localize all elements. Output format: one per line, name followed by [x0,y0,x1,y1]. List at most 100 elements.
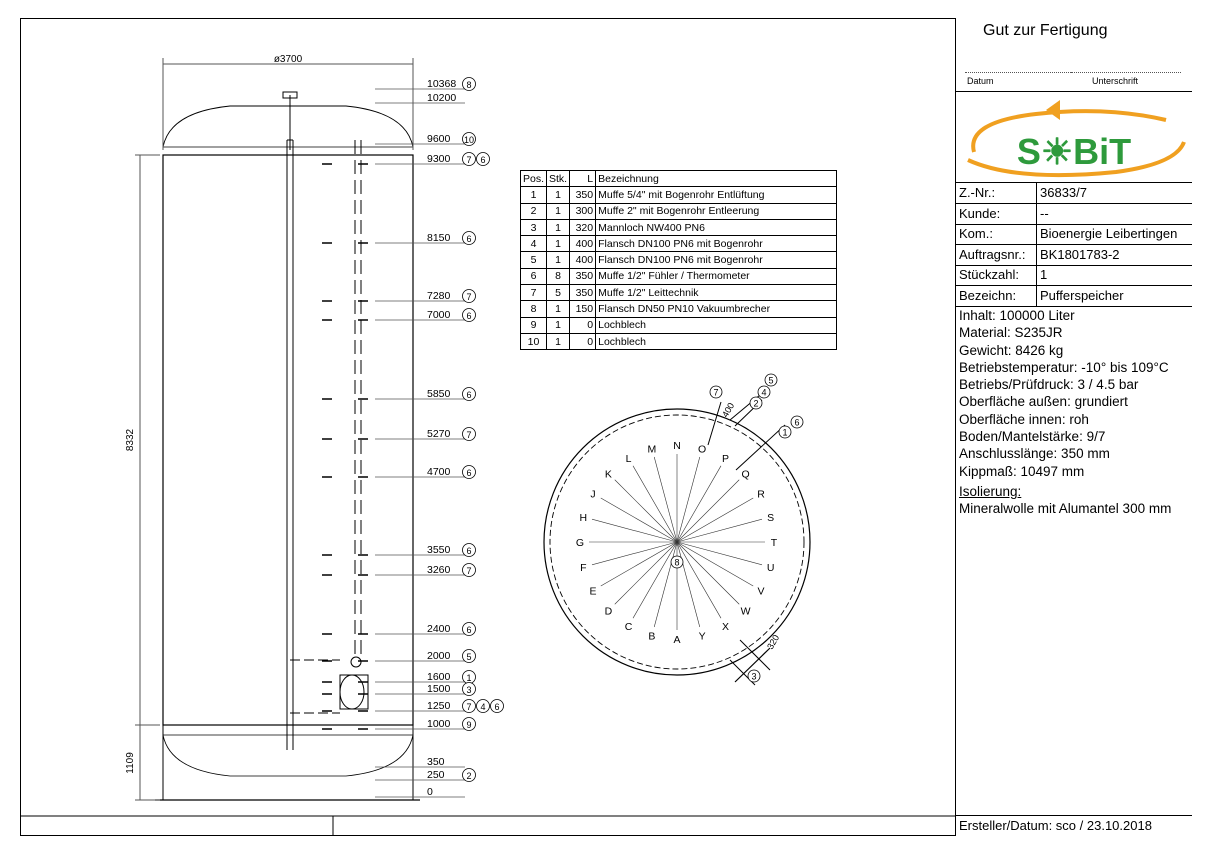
position-tag: 6 [480,155,485,165]
position-tag: 6 [466,234,471,244]
angle-letter: M [648,443,657,455]
angle-letter: A [673,634,680,646]
pos-cell: 5 [519,251,548,269]
top-flange [282,91,298,99]
nozzle-tag: 4 [761,388,766,398]
position-tag-circle [462,699,476,713]
side-view [20,58,955,836]
position-tag-circle [476,152,490,166]
pos-cell: 4 [519,235,548,253]
spec-line: Inhalt: 100000 Liter [959,308,1075,323]
position-tag: 6 [466,311,471,321]
position-tag: 7 [466,430,471,440]
angle-letter: R [757,489,765,501]
bezeichnung-cell: Muffe 2" mit Bogenrohr Entleerung [595,202,838,220]
length-cell: 150 [569,300,597,318]
position-tag: 6 [466,546,471,556]
col-pos: Pos. [519,169,548,188]
position-tag-circle [490,699,504,713]
position-tag: 7 [466,566,471,576]
vessel-shell [162,154,414,726]
level-value: 7000 [427,309,451,321]
position-tag: 4 [480,702,485,712]
field-separator [1036,224,1037,244]
pos-cell: 6 [519,267,548,286]
angle-ray [632,541,678,619]
level-value: 9600 [427,133,451,145]
level-value: 9300 [427,153,451,165]
angle-ray [600,541,678,587]
position-tag-circle [462,77,476,91]
position-tag-circle [462,427,476,441]
top-view [543,394,811,686]
position-tag: 3 [466,685,471,695]
spec-line: Anschlusslänge: 350 mm [959,446,1110,462]
logo-graphic: S☀BiT [967,100,1186,178]
angle-letter: J [590,489,595,501]
logo-arrow [1046,100,1060,120]
angle-letter: Q [742,468,750,480]
bezeichnung-cell: Muffe 1/2" Fühler / Thermometer [595,267,838,286]
stk-cell: 1 [546,218,571,237]
signature-label: Unterschrift [1092,76,1139,86]
level-marker: 0 [375,786,465,798]
title-field-row: Stückzahl:1 [956,265,1192,286]
top-view-shell-outer [543,408,811,676]
creator-label: Ersteller/Datum: sco / 23.10.2018 [959,818,1152,833]
position-tag-circle [462,387,476,401]
insulation-heading-text: Isolierung [959,483,1018,499]
nozzle-tag: 1 [782,428,787,438]
nozzle-7-line [707,401,722,446]
field-value: 36833/7 [1040,185,1087,200]
angle-ray [676,465,722,543]
level-value: 8150 [427,232,451,244]
nozzle-tag-circle [749,396,763,410]
angle-letter: G [576,537,584,549]
level-value: 10368 [427,78,456,90]
angle-letter: F [580,562,586,574]
angle-letter: X [722,621,729,633]
stk-cell: 1 [546,186,571,204]
position-tag-circle [462,682,476,696]
nozzle-tag: 2 [753,399,758,409]
position-tag-circle [462,649,476,663]
position-tag: 1 [466,673,471,683]
angle-letter: C [625,621,633,633]
level-value: 1600 [427,671,451,683]
stk-cell: 5 [546,284,571,302]
position-tag: 6 [494,702,499,712]
field-separator [1036,183,1037,203]
field-value: Pufferspeicher [1040,287,1124,303]
signature-line [1071,72,1181,73]
level-value: 5270 [427,428,451,440]
spec-line: Oberfläche innen: roh [959,411,1089,427]
length-cell: 350 [569,267,597,286]
field-value: BK1801783-2 [1040,246,1120,262]
manhole-nozzle-side-1 [739,639,771,671]
stk-cell: 1 [546,202,571,220]
nozzle-tag-circle [709,385,723,399]
nozzle-tag-circle [747,669,761,683]
angle-ray [676,497,754,543]
insulation-text: Mineralwolle mit Alumantel 300 mm [959,501,1172,517]
angle-ray [591,541,678,566]
position-tag-circle [462,152,476,166]
level-value: 2000 [427,650,451,662]
approval-box: Gut zur Fertigung Datum Unterschrift [956,18,1192,92]
position-tag-circle [462,768,476,782]
creator-row: Ersteller/Datum: sco / 23.10.2018 [956,815,1192,836]
col-stk: Stk. [546,169,571,188]
nozzle-tag-circle [790,415,804,429]
spec-line: Material: S235JR [959,325,1063,341]
angle-ray [676,541,722,619]
length-cell: 0 [569,316,597,334]
field-value: Bioenergie Leibertingen [1040,226,1178,241]
level-marker: 350 [375,756,465,768]
position-tag: 6 [466,390,471,400]
